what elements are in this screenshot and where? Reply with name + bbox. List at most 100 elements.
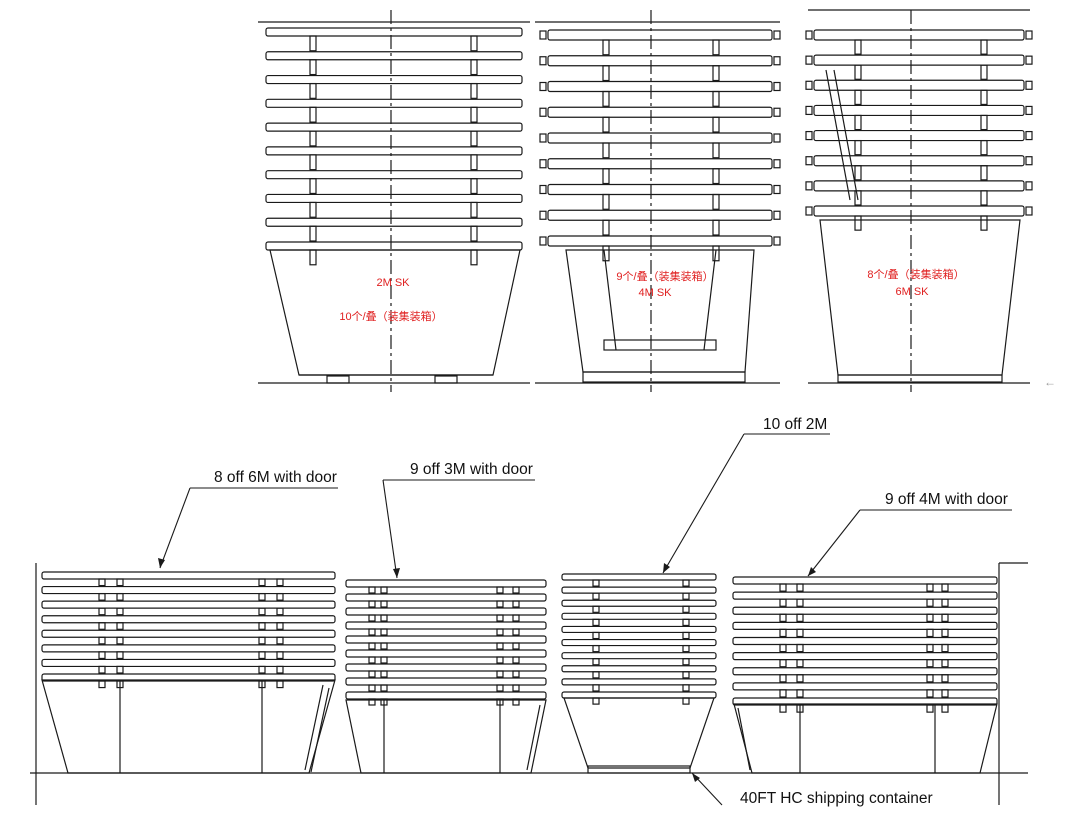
lifting-lug (512, 628, 520, 636)
door-bar (603, 339, 717, 351)
skip-rim (265, 74, 523, 85)
skip-rim (41, 571, 336, 580)
skip-rim (547, 80, 773, 93)
rim-end-cap (539, 107, 547, 117)
skip-rim (732, 697, 998, 706)
lifting-lug (258, 651, 266, 660)
skip-rim (547, 29, 773, 41)
lifting-lug (779, 583, 787, 592)
skip-rim (732, 682, 998, 691)
skip-rim (813, 129, 1025, 142)
rim-end-cap (539, 81, 547, 92)
lifting-lug (682, 671, 690, 679)
lifting-lug (926, 704, 934, 713)
lifting-lug (682, 644, 690, 653)
skip-rim (345, 691, 547, 700)
lifting-lug (116, 622, 124, 630)
callout-6m-text: 8 off 6M with door (214, 469, 337, 486)
lifting-lug (712, 90, 720, 107)
skip-rim (732, 667, 998, 676)
lifting-lug (309, 178, 317, 195)
lifting-lug (380, 586, 388, 594)
lifting-lug (309, 130, 317, 147)
lifting-lug (116, 592, 124, 601)
lifting-lug (309, 35, 317, 52)
lifting-lug (380, 628, 388, 636)
lifting-lug (592, 644, 600, 653)
lifting-lug (380, 670, 388, 678)
lifting-lug (602, 142, 610, 159)
lifting-lug (941, 628, 949, 638)
lifting-lug (470, 82, 478, 99)
lifting-lug (98, 592, 106, 601)
lifting-lug (258, 636, 266, 645)
lifting-lug (258, 622, 266, 630)
lifting-lug (941, 583, 949, 592)
skip-rim (265, 27, 523, 37)
lifting-lug (368, 642, 376, 650)
rim-end-cap (1025, 181, 1033, 191)
arrowhead (808, 567, 816, 576)
skip-rim (813, 205, 1025, 217)
door-edge (304, 684, 330, 773)
lifting-lug (926, 674, 934, 683)
lifting-lug (779, 613, 787, 622)
lifting-lug (276, 578, 284, 587)
lifting-lug (796, 613, 804, 622)
lifting-lug (276, 636, 284, 645)
lifting-lug (602, 245, 610, 262)
lifting-lug (380, 600, 388, 608)
lifting-lug (512, 670, 520, 678)
callout-4m-leader (807, 509, 861, 577)
lifting-lug (796, 689, 804, 698)
stacked-rims (539, 29, 781, 262)
lifting-lug (276, 665, 284, 674)
lifting-lug (276, 651, 284, 660)
rim-end-cap (805, 30, 813, 40)
lifting-lug (926, 643, 934, 653)
skip-rim (547, 55, 773, 67)
arrowhead (393, 568, 400, 578)
lifting-lug (592, 618, 600, 627)
lifting-lug (309, 59, 317, 76)
skip-body (733, 703, 998, 774)
lifting-lug (854, 190, 862, 206)
lifting-lug (682, 658, 690, 666)
lifting-lug (796, 583, 804, 592)
stacked-rims (805, 29, 1033, 231)
lifting-lug (470, 201, 478, 218)
lifting-lug (712, 116, 720, 133)
rim-end-cap (805, 55, 813, 65)
lifting-lug (470, 130, 478, 147)
lifting-lug (276, 607, 284, 616)
skip-rim (813, 104, 1025, 117)
lifting-lug (980, 114, 988, 131)
rim-end-cap (539, 236, 547, 246)
skip-rim (813, 29, 1025, 41)
door-edge (737, 707, 751, 771)
skip-body (345, 699, 547, 774)
skip-body (41, 679, 336, 774)
lifting-lug (980, 165, 988, 181)
rim-end-cap (805, 181, 813, 191)
rim-end-cap (539, 56, 547, 66)
lifting-lug (592, 605, 600, 613)
lifting-lug (368, 670, 376, 678)
lifting-lug (98, 636, 106, 645)
lifting-lug (602, 168, 610, 185)
lifting-lug (470, 154, 478, 171)
stacked-rims (265, 27, 523, 266)
rim-end-cap (773, 210, 781, 220)
lifting-lug (116, 651, 124, 660)
lifting-lug (854, 64, 862, 80)
rim-end-cap (1025, 105, 1033, 116)
lifting-lug (98, 665, 106, 674)
skip-rim (732, 621, 998, 630)
callout-2m-leader (662, 433, 745, 574)
skip-rim (561, 678, 717, 686)
lifting-lug (926, 689, 934, 698)
rim-end-cap (773, 236, 781, 246)
lifting-lug (682, 592, 690, 600)
skip-rim (547, 209, 773, 221)
skip-rim (732, 591, 998, 600)
